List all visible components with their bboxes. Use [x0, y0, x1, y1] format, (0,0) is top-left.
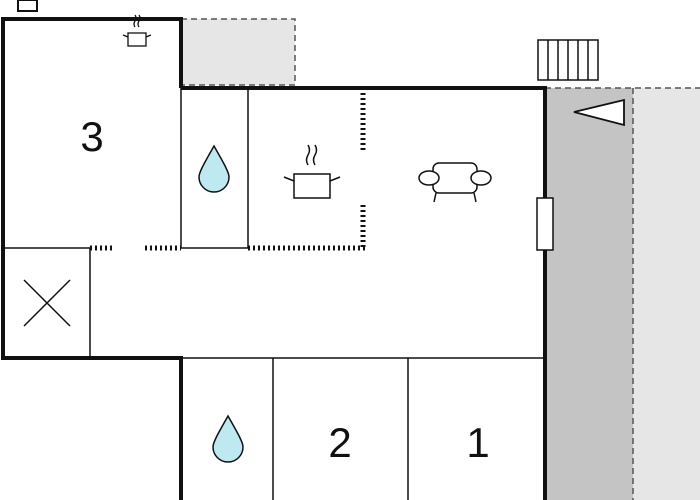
kitchen-stove-icon	[283, 144, 341, 199]
room-3-label: 3	[80, 113, 104, 160]
open-partitions	[90, 88, 366, 251]
stairwell-cross-icon	[23, 279, 71, 327]
outer-wall	[1, 17, 183, 500]
water-drop-icon-upper	[198, 144, 230, 193]
heater-icon	[536, 197, 554, 251]
outer-wall-right	[181, 86, 547, 500]
terrace-right-dark	[545, 88, 633, 500]
stairs-icon	[537, 39, 599, 81]
sofa-icon	[418, 162, 492, 203]
small-marker-icon	[17, 0, 38, 12]
stove-pot-icon	[122, 14, 152, 47]
terrace-right-light	[633, 88, 700, 500]
room-2-label: 2	[328, 419, 352, 466]
water-drop-icon-lower	[212, 414, 244, 463]
terrace-top	[180, 18, 296, 86]
triangle-marker-icon	[573, 98, 625, 127]
room-1-label: 1	[466, 419, 490, 466]
